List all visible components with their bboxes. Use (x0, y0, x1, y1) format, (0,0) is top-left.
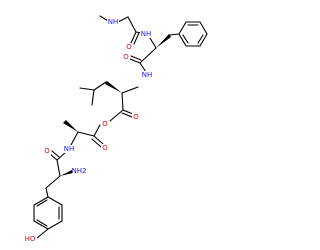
bond-phe-co-a (129, 58, 141, 64)
bond-tyr-ca-cb (45, 175, 61, 189)
bond-ch2-carbonyl (127, 16, 137, 33)
bond-ala-co-a (93, 135, 104, 145)
bond-tyrosine-ring (33, 196, 63, 230)
bond-tyrosine-inner-3 (36, 199, 48, 207)
bond-o-ester-ala-carbonyl (93, 124, 101, 137)
bond-tyrosine-oh (36, 228, 49, 239)
bond-leu-carbonyl-o-ester (109, 109, 124, 122)
bond-phe-cb-ring (169, 33, 180, 36)
bond-leu-cg-cd2 (91, 89, 95, 106)
bond-ala-ca-nh (70, 131, 79, 146)
atom-label-n-methylamine: NH (108, 18, 119, 26)
bond-phenyl-inner-3 (182, 34, 189, 44)
atom-label-o-carbonyl-phe: O (123, 53, 129, 61)
atom-label-n-amide-leu: NH (142, 71, 153, 79)
bond-ala-carbonyl-ca (77, 131, 95, 137)
bond-ala-co-b (91, 138, 102, 148)
atom-o-carbonyl-phe: O (122, 53, 130, 61)
atom-o-carbonyl-tyr: O (43, 147, 51, 155)
bond-phenyl-ring (178, 21, 208, 47)
atom-label-n-amino-tyr: NH2 (72, 167, 87, 175)
bond-phe-carbonyl-nh-leu (139, 62, 147, 73)
molecule-structure-diagram: NH O NH O NH O O O (23, 15, 208, 244)
bond-n-ch2 (117, 16, 129, 23)
atom-n-amide-leu: NH (141, 71, 153, 79)
bond-nh-phe-ca (149, 37, 157, 49)
bond-wedge-phe-cb (156, 34, 171, 48)
bond-tyr-cb-ring (45, 187, 49, 198)
atom-label-o-carbonyl-ala: O (102, 144, 108, 152)
atom-label-o-carbonyl-sarcosine: O (126, 43, 132, 51)
bond-tyr-carbonyl-ca (56, 159, 61, 177)
atom-label-layer: NH O NH O NH O O O (23, 18, 153, 244)
atom-label-o-carbonyl-tyr: O (44, 147, 50, 155)
atom-label-o-hydroxyl-tyr: HO (25, 235, 36, 243)
bond-nh-ala-tyr-carbonyl (56, 151, 67, 161)
bond-phe-co-b (130, 55, 142, 61)
bond-wedge-leu-cb (105, 81, 122, 93)
atom-label-n-amide-phe: NH (141, 30, 152, 38)
bond-phe-ca-carbonyl (139, 47, 157, 64)
bond-layer (33, 15, 208, 239)
bond-leu-ca-carbonyl (121, 92, 124, 111)
atom-n-amide-phe: NH (140, 30, 152, 38)
bond-leu-co-a (122, 109, 134, 115)
atom-o-carbonyl-ala: O (101, 144, 109, 152)
bond-leu-cb-cg (93, 81, 107, 91)
bond-phenyl-inner-2 (197, 34, 204, 44)
atom-n-amide-ala: NH (63, 145, 75, 153)
atom-label-n-amide-ala: NH (64, 145, 75, 153)
atom-o-hydroxyl-tyr: HO (23, 235, 37, 244)
bond-tyr-co-a (49, 153, 58, 161)
bond-carbonyl-o-sar-b (133, 32, 140, 45)
atom-o-carbonyl-leu: O (132, 113, 140, 121)
bond-tyr-co-b (51, 150, 60, 158)
atom-n-methylamine: NH (107, 18, 119, 26)
bond-nh-leu-ca (121, 86, 139, 94)
bond-wedge-ala-methyl (63, 120, 78, 132)
bond-wedge-tyr-nh2 (60, 170, 73, 176)
atom-label-o-carbonyl-leu: O (133, 113, 139, 121)
bond-leu-cg-cd1 (79, 87, 95, 91)
bond-carbonyl-o-sar-a (130, 31, 137, 44)
atom-n-amino-tyr: NH2 (72, 167, 87, 176)
bond-leu-co-b (121, 112, 133, 118)
atom-label-o-ester: O (102, 120, 108, 128)
atom-o-ester: O (101, 120, 109, 128)
atom-o-carbonyl-sarcosine: O (125, 43, 133, 51)
bond-tyrosine-inner-2 (36, 219, 48, 227)
